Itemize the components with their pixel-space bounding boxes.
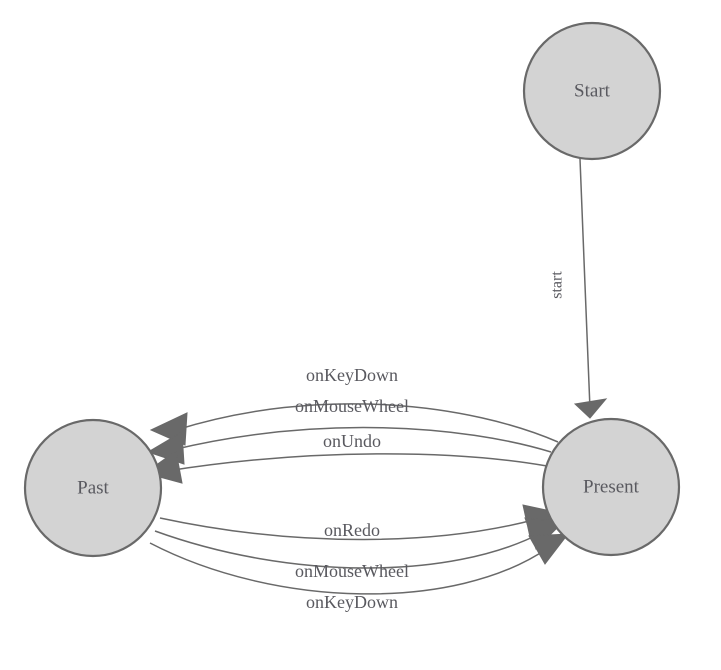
node-circle bbox=[23, 418, 163, 558]
edge-e-past-present-keydown[interactable] bbox=[149, 533, 570, 595]
node-circle bbox=[541, 417, 681, 557]
edge-e-start-present[interactable] bbox=[573, 158, 608, 419]
edge-line bbox=[166, 453, 548, 472]
node-label: Past bbox=[77, 477, 109, 498]
edge-line bbox=[149, 542, 549, 595]
edge-labels-layer: start onKeyDown onMouseWheel onUndo onRedo on… bbox=[295, 271, 566, 612]
edge-label-e-past-present-redo: onRedo bbox=[324, 520, 380, 540]
edge-e-present-past-undo[interactable] bbox=[143, 450, 548, 484]
edge-line bbox=[175, 403, 559, 443]
edge-line bbox=[579, 158, 591, 410]
edge-line bbox=[159, 517, 538, 541]
edges-layer bbox=[143, 158, 608, 595]
arrowhead-icon bbox=[528, 533, 570, 565]
edge-label-e-past-present-keydown: onKeyDown bbox=[306, 592, 398, 612]
edge-label-e-start-present: start bbox=[549, 271, 566, 299]
node-start[interactable]: Start bbox=[522, 21, 662, 161]
node-present[interactable]: Present bbox=[541, 417, 681, 557]
edge-line bbox=[154, 530, 542, 569]
edge-label-e-present-past-keydown: onKeyDown bbox=[306, 365, 398, 385]
edge-label-e-present-past-undo: onUndo bbox=[323, 431, 381, 451]
node-label: Start bbox=[574, 80, 611, 101]
edge-label-e-past-present-mousewheel: onMouseWheel bbox=[295, 561, 409, 581]
arrowhead-icon bbox=[573, 398, 608, 419]
node-label: Present bbox=[583, 476, 640, 497]
edge-label-e-present-past-mousewheel: onMouseWheel bbox=[295, 396, 409, 416]
node-past[interactable]: Past bbox=[23, 418, 163, 558]
edge-line bbox=[171, 426, 552, 453]
node-circle bbox=[522, 21, 662, 161]
